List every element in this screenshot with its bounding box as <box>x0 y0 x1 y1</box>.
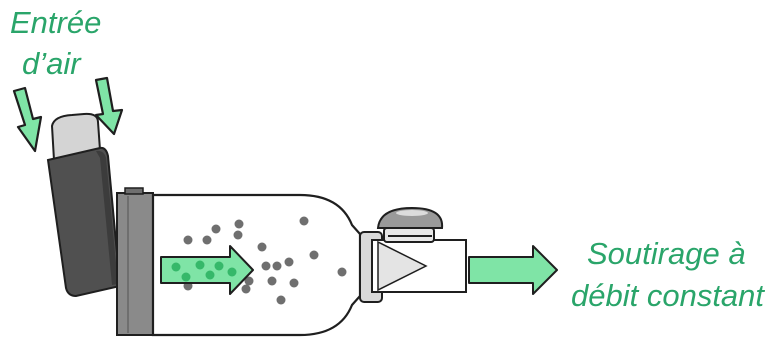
air-inlet-label: d’air <box>22 46 81 81</box>
valve-assembly <box>359 206 467 303</box>
aerosol-particle <box>227 267 237 277</box>
aerosol-particle <box>183 235 193 245</box>
aerosol-particle <box>261 261 271 271</box>
aerosol-particle <box>299 216 309 226</box>
outlet-label: Soutirage à <box>587 236 746 271</box>
spacer-collar <box>116 187 154 336</box>
aerosol-particle <box>195 260 205 270</box>
air-inlet-label: Entrée <box>10 5 102 40</box>
aerosol-particle <box>234 219 244 229</box>
aerosol-particle <box>181 272 191 282</box>
flow-arrow <box>160 245 254 295</box>
aerosol-particle <box>202 235 212 245</box>
aerosol-particle <box>241 284 251 294</box>
aerosol-particles <box>183 216 347 305</box>
aerosol-particle <box>276 295 286 305</box>
outlet-arrow <box>468 245 558 295</box>
aerosol-particle <box>257 242 267 252</box>
inhaler-body <box>46 146 122 298</box>
outlet-label: débit constant <box>571 278 765 313</box>
aerosol-particle <box>214 261 224 271</box>
aerosol-particle <box>205 270 215 280</box>
aerosol-particle <box>233 230 243 240</box>
air-inlet-arrow-right <box>94 76 124 136</box>
aerosol-particle <box>244 276 254 286</box>
aerosol-particle <box>267 276 277 286</box>
aerosol-particle <box>309 250 319 260</box>
aerosol-particle <box>171 262 181 272</box>
aerosol-particle <box>289 278 299 288</box>
inhaler-canister <box>50 112 102 162</box>
aerosol-particle <box>272 261 282 271</box>
aerosol-particle <box>284 257 294 267</box>
aerosol-particle <box>337 267 347 277</box>
air-inlet-arrow-left <box>12 86 43 153</box>
aerosol-particle <box>211 224 221 234</box>
